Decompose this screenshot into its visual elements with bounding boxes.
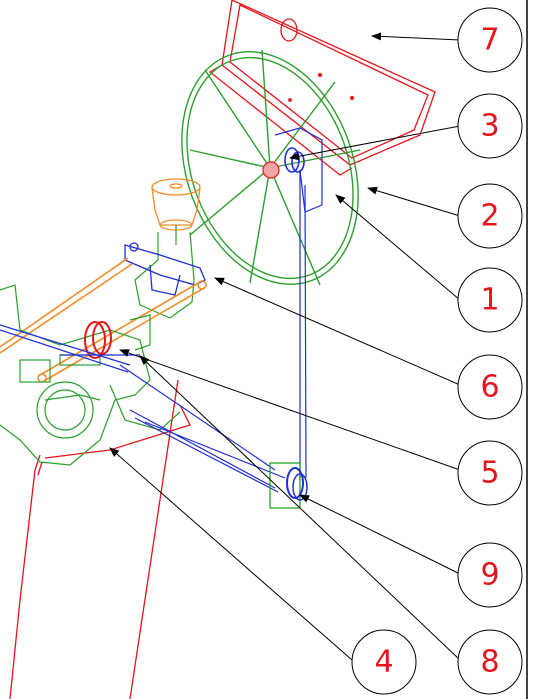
svg-text:6: 6 [480,370,499,405]
column-top-cap [151,178,201,231]
pulley-block-part-9 [269,462,308,509]
svg-text:3: 3 [480,109,499,144]
callout-8: 8 [457,629,523,695]
bracket-part-3 [274,127,323,480]
callout-5: 5 [457,440,523,506]
svg-text:7: 7 [480,23,499,58]
callout-1: 1 [457,267,523,333]
column-body [134,225,195,319]
leader-lines [109,32,461,661]
gearbox-base-part-4 [0,284,181,466]
cable-run [119,364,286,493]
callout-3: 3 [457,93,523,159]
callout-2: 2 [457,183,523,249]
svg-text:9: 9 [480,558,499,593]
svg-text:5: 5 [480,456,499,491]
hand-wheel-part-2 [181,49,361,286]
svg-text:2: 2 [480,199,499,234]
callout-7: 7 [457,7,523,73]
red-stand-frame [9,379,191,699]
callout-6: 6 [457,354,523,420]
callout-9: 9 [457,542,523,608]
callout-4: 4 [351,629,417,695]
svg-text:4: 4 [374,645,393,680]
svg-text:8: 8 [480,645,499,680]
svg-text:1: 1 [480,283,499,318]
